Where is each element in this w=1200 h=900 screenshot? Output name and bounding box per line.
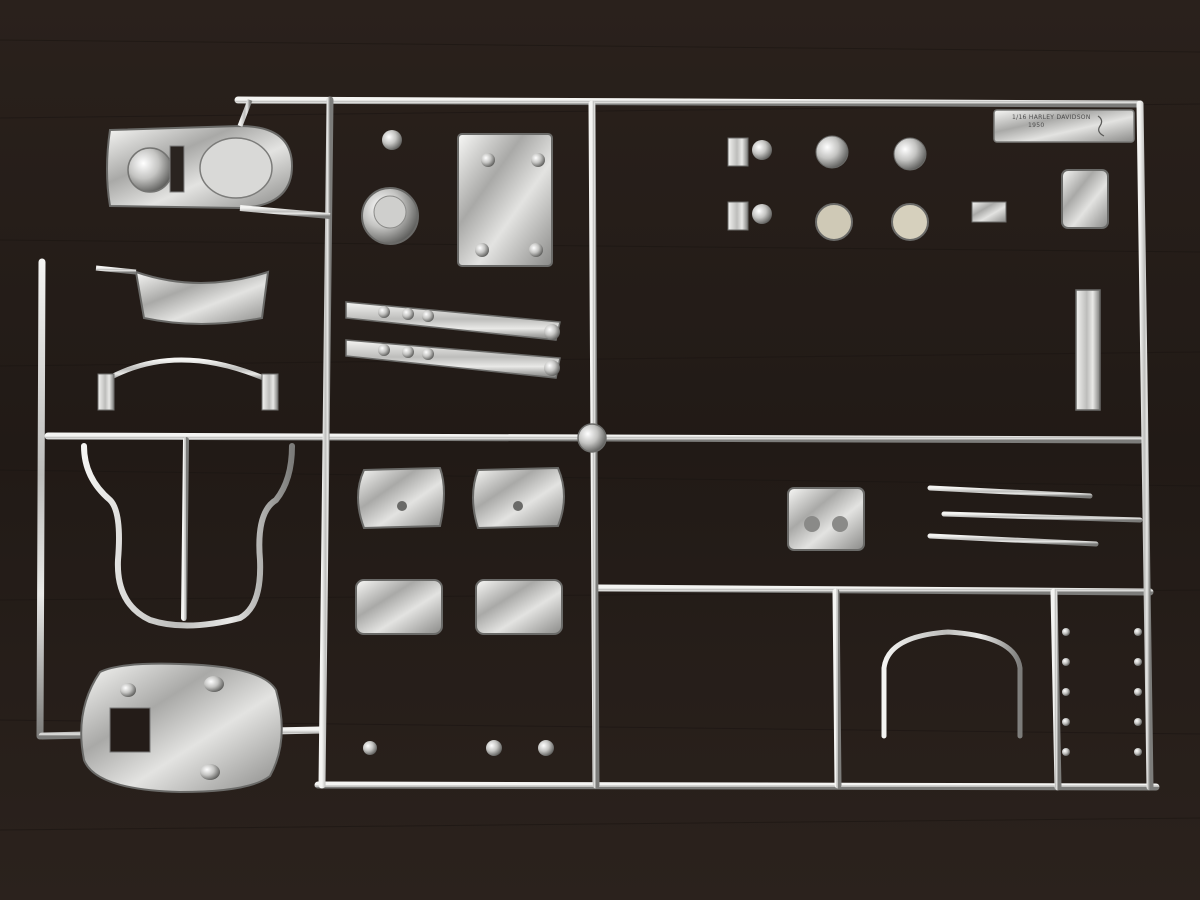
luggage-rack-part [881,629,1023,783]
bracket-part [1075,289,1101,411]
sprue-gate-hub [577,423,607,453]
kit-tag-title: 1/16 HARLEY DAVIDSON [1012,114,1091,121]
switch-box-part [787,450,865,551]
wood-grain-lines [0,39,1200,831]
lamp-cup-parts [815,135,1109,241]
rod-parts-top [600,137,772,231]
headlight-housing-part [106,99,331,219]
battery-plate-part [457,133,553,267]
kit-tag-plate [993,109,1135,143]
pushrod-parts [626,622,808,758]
strap-parts [345,301,561,379]
oil-tank-part [80,662,283,794]
kit-tag-text: 1/16 HARLEY DAVIDSON 1950 [1012,114,1120,130]
kit-tag-year: 1950 [1028,122,1045,129]
fender-part [95,265,322,325]
seat-spring-part [97,344,279,436]
frame-loop-part [81,437,295,629]
pin-parts [1062,628,1142,756]
gauge-part [361,130,419,245]
lamp-plate-parts [355,466,565,635]
lever-parts [927,485,1143,547]
knob-parts [363,740,554,780]
